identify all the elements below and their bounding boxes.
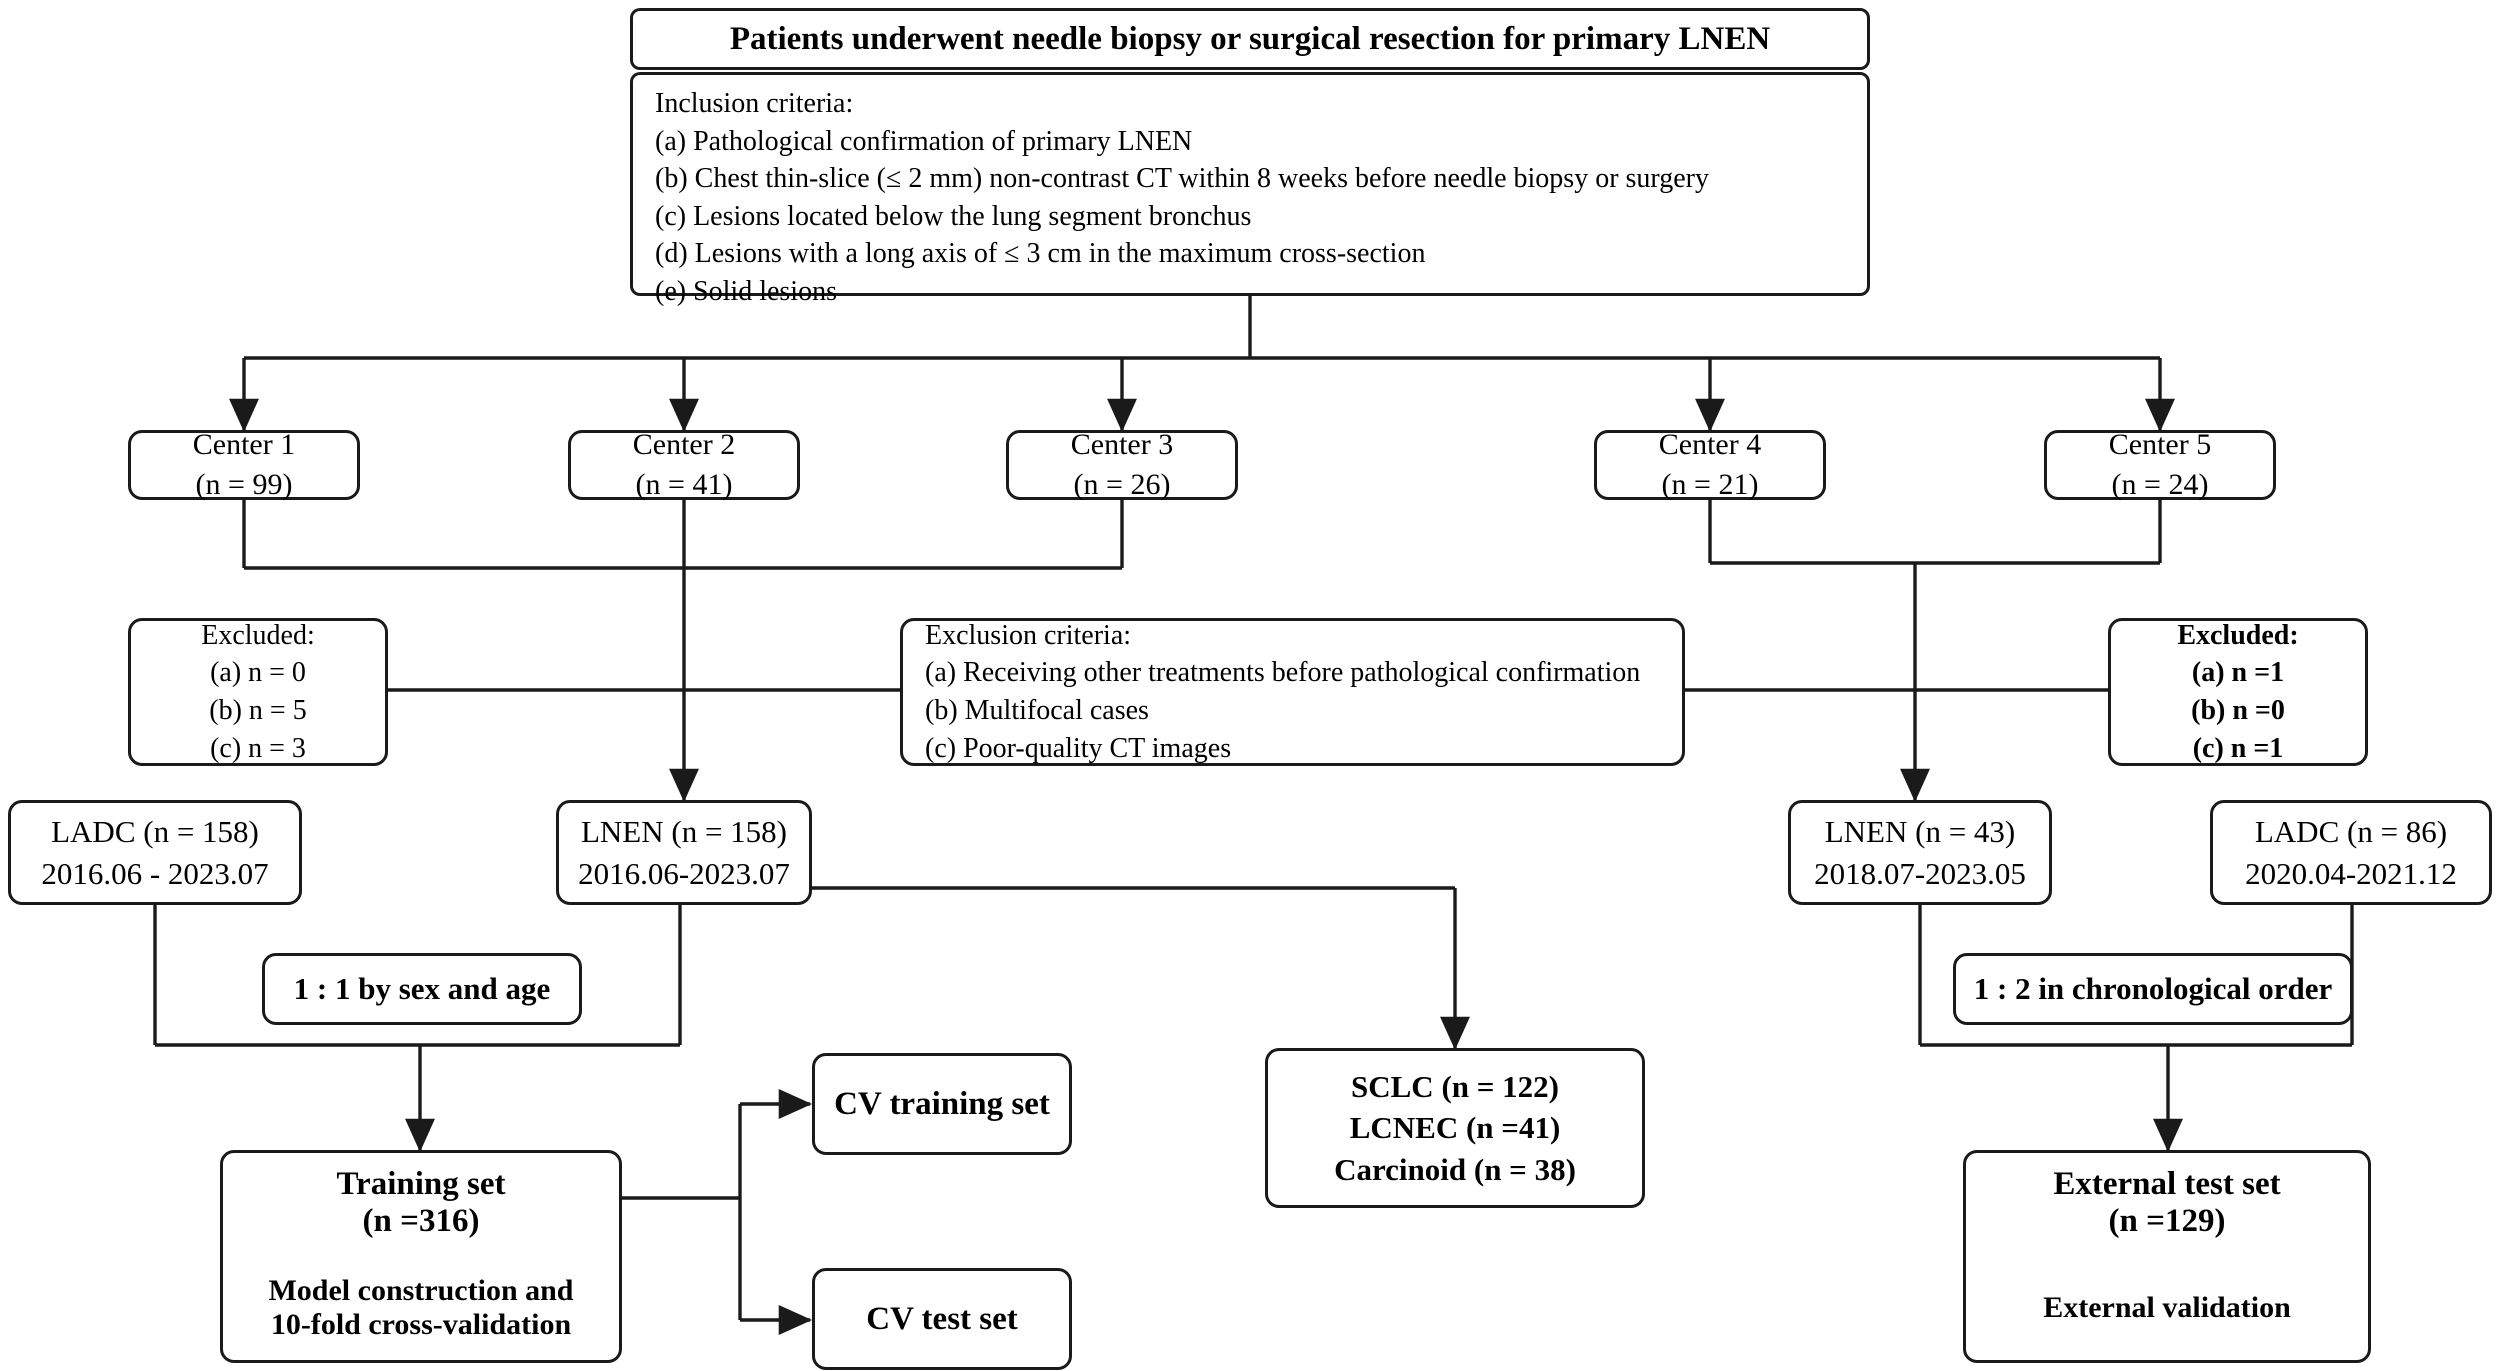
exclusion-criteria-box: Exclusion criteria: (a) Receiving other … xyxy=(900,618,1685,766)
external-test-set-task-label: External validation xyxy=(2043,1291,2291,1324)
exclusion-criteria-title: Exclusion criteria: xyxy=(925,619,1132,651)
inclusion-criteria-item-c: (c) Lesions located below the lung segme… xyxy=(655,200,1252,232)
center-2-box: Center 2 (n = 41) xyxy=(568,428,800,501)
center-5-box: Center 5 (n = 24) xyxy=(2044,428,2276,501)
exclusion-criteria-item-a: (a) Receiving other treatments before pa… xyxy=(925,657,1641,689)
excluded-right-item-c: (c) n =1 xyxy=(2192,732,2284,764)
ladc-right-label: LADC (n = 86) xyxy=(2254,813,2448,849)
subtype-carcinoid: Carcinoid (n = 38) xyxy=(1334,1151,1576,1187)
ladc-right-cohort-box: LADC (n = 86) 2020.04-2021.12 xyxy=(2210,800,2492,905)
lnen-left-period: 2016.06-2023.07 xyxy=(578,855,790,891)
subtype-lcnec: LCNEC (n =41) xyxy=(1349,1110,1561,1146)
study-population-header-box: Patients underwent needle biopsy or surg… xyxy=(630,8,1870,70)
lnen-right-period: 2018.07-2023.05 xyxy=(1814,855,2026,891)
training-set-task: Model construction and 10-fold cross-val… xyxy=(223,1253,619,1363)
center-1-box: Center 1 (n = 99) xyxy=(128,428,360,501)
center-4-name: Center 4 xyxy=(1658,427,1762,461)
lnen-right-label: LNEN (n = 43) xyxy=(1824,813,2016,849)
excluded-right-item-b: (b) n =0 xyxy=(2191,695,2285,726)
lnen-subtypes-box: SCLC (n = 122) LCNEC (n =41) Carcinoid (… xyxy=(1265,1048,1645,1208)
study-population-header-text: Patients underwent needle biopsy or surg… xyxy=(729,20,1771,57)
matching-right-text: 1 : 2 in chronological order xyxy=(1973,971,2333,1007)
external-test-set-box: External test set (n =129) External vali… xyxy=(1963,1150,2371,1363)
ladc-left-period: 2016.06 - 2023.07 xyxy=(41,855,269,891)
excluded-left-item-c: (c) n = 3 xyxy=(210,732,306,764)
external-test-set-task: External validation xyxy=(1966,1253,2368,1363)
external-test-set-count: (n =129) xyxy=(2108,1203,2226,1239)
exclusion-criteria-item-b: (b) Multifocal cases xyxy=(925,695,1149,726)
training-set-count: (n =316) xyxy=(362,1203,480,1239)
excluded-left-title: Excluded: xyxy=(201,619,315,651)
center-4-box: Center 4 (n = 21) xyxy=(1594,428,1826,501)
lnen-right-cohort-box: LNEN (n = 43) 2018.07-2023.05 xyxy=(1788,800,2052,905)
matching-left-text: 1 : 1 by sex and age xyxy=(293,971,551,1007)
center-2-name: Center 2 xyxy=(632,427,736,461)
ladc-left-cohort-box: LADC (n = 158) 2016.06 - 2023.07 xyxy=(8,800,302,905)
center-1-name: Center 1 xyxy=(192,427,296,461)
exclusion-criteria-item-c: (c) Poor-quality CT images xyxy=(925,732,1232,764)
center-1-count: (n = 99) xyxy=(195,468,293,501)
inclusion-criteria-box: Inclusion criteria: (a) Pathological con… xyxy=(630,72,1870,307)
cv-training-set-label: CV training set xyxy=(834,1085,1050,1122)
training-set-title: Training set xyxy=(336,1166,506,1202)
center-5-count: (n = 24) xyxy=(2111,468,2209,501)
inclusion-criteria-item-a: (a) Pathological confirmation of primary… xyxy=(655,125,1193,157)
center-2-count: (n = 41) xyxy=(635,468,733,501)
center-3-count: (n = 26) xyxy=(1073,468,1171,501)
excluded-left-box: Excluded: (a) n = 0 (b) n = 5 (c) n = 3 xyxy=(128,618,388,766)
ladc-right-period: 2020.04-2021.12 xyxy=(2245,855,2457,891)
matching-left-box: 1 : 1 by sex and age xyxy=(262,953,582,1025)
excluded-left-item-b: (b) n = 5 xyxy=(209,695,307,726)
training-set-header: Training set (n =316) xyxy=(223,1153,619,1253)
training-set-task-line-1: Model construction and xyxy=(268,1274,574,1307)
cv-test-set-label: CV test set xyxy=(866,1300,1018,1337)
lnen-left-label: LNEN (n = 158) xyxy=(580,813,788,849)
inclusion-criteria-item-e: (e) Solid lesions xyxy=(655,275,837,307)
excluded-right-item-a: (a) n =1 xyxy=(2191,657,2285,689)
excluded-left-item-a: (a) n = 0 xyxy=(210,657,306,689)
training-set-box: Training set (n =316) Model construction… xyxy=(220,1150,622,1363)
training-set-task-line-2: 10-fold cross-validation xyxy=(270,1308,572,1341)
matching-right-box: 1 : 2 in chronological order xyxy=(1953,953,2353,1025)
center-4-count: (n = 21) xyxy=(1661,468,1759,501)
cv-test-set-box: CV test set xyxy=(812,1268,1072,1370)
center-3-name: Center 3 xyxy=(1070,427,1174,461)
inclusion-criteria-title: Inclusion criteria: xyxy=(655,88,854,119)
cv-training-set-box: CV training set xyxy=(812,1053,1072,1155)
excluded-right-box: Excluded: (a) n =1 (b) n =0 (c) n =1 xyxy=(2108,618,2368,766)
external-test-set-header: External test set (n =129) xyxy=(1966,1153,2368,1253)
inclusion-criteria-item-d: (d) Lesions with a long axis of ≤ 3 cm i… xyxy=(655,238,1426,270)
inclusion-criteria-item-b: (b) Chest thin-slice (≤ 2 mm) non-contra… xyxy=(655,163,1709,195)
center-3-box: Center 3 (n = 26) xyxy=(1006,428,1238,501)
subtype-sclc: SCLC (n = 122) xyxy=(1351,1068,1559,1104)
ladc-left-label: LADC (n = 158) xyxy=(51,813,259,849)
center-5-name: Center 5 xyxy=(2108,427,2212,461)
excluded-right-title: Excluded: xyxy=(2177,619,2299,651)
external-test-set-title: External test set xyxy=(2053,1166,2281,1202)
lnen-left-cohort-box: LNEN (n = 158) 2016.06-2023.07 xyxy=(556,800,812,905)
